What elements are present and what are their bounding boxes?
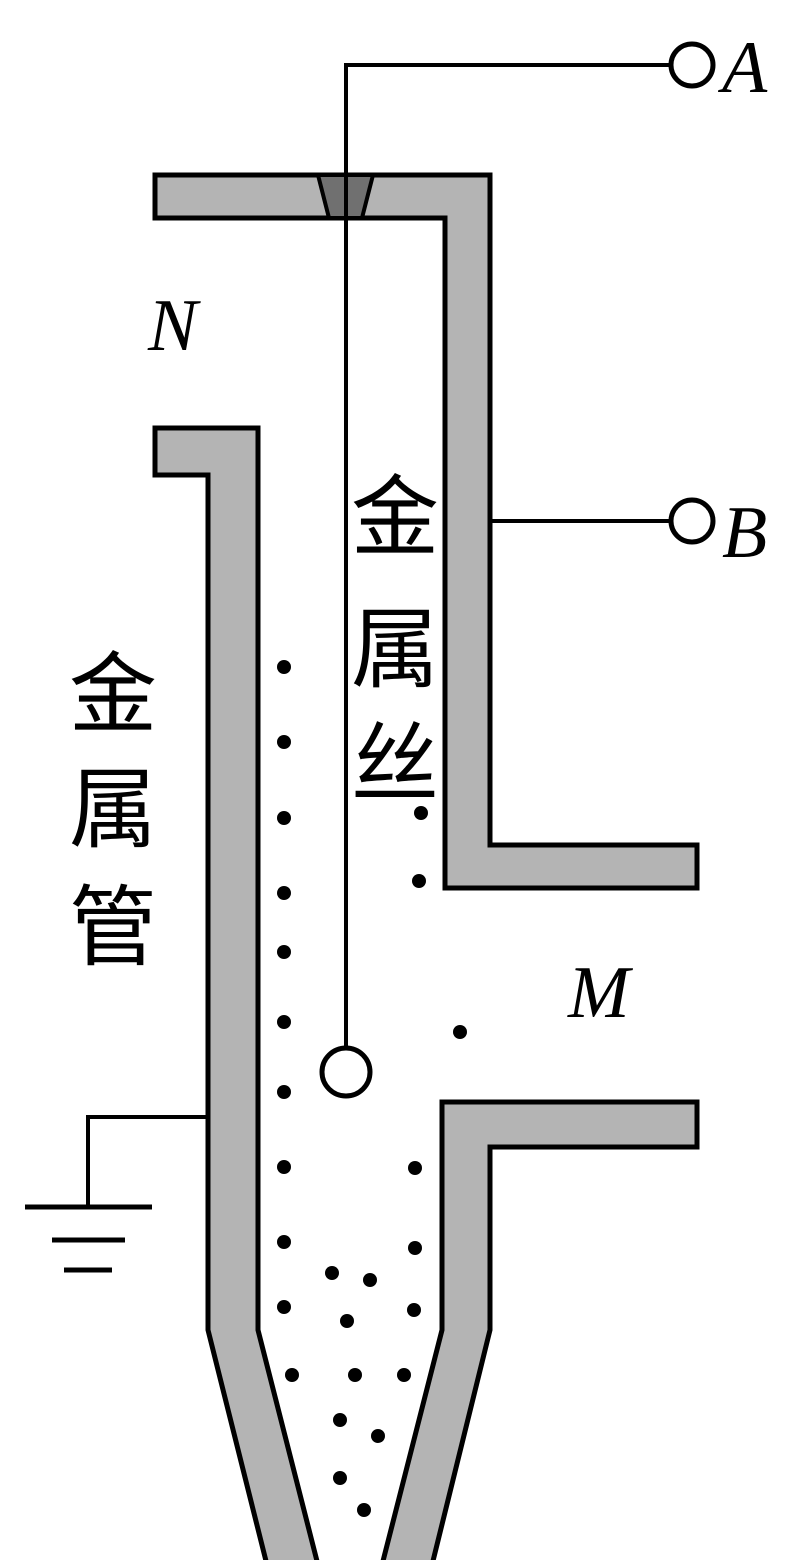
opening-m-label: M [567,952,634,1034]
svg-text:属: 属 [351,598,439,701]
dust-particle [277,886,291,900]
dust-particle [412,874,426,888]
ground-lead [86,1115,208,1207]
dust-particle [414,806,428,820]
dust-particle [397,1368,411,1382]
metal-tube-label: 金 属 管 [69,643,157,979]
terminal-a-label: A [717,27,768,109]
svg-text:金: 金 [69,643,157,746]
terminal-b-label: B [722,492,767,574]
dust-particle [277,1160,291,1174]
dust-particle [325,1266,339,1280]
dust-particle [363,1273,377,1287]
dust-particle [277,1235,291,1249]
dust-particle [277,811,291,825]
dust-particle [340,1314,354,1328]
dust-particle [408,1161,422,1175]
dust-particle [408,1241,422,1255]
tube-right-upper-wall [152,172,700,891]
dust-particle [277,945,291,959]
wire-end-circle-icon [319,1045,373,1099]
terminal-a-circle-icon [668,41,716,89]
dust-particle [407,1303,421,1317]
dust-particle [277,1085,291,1099]
dust-particle [333,1413,347,1427]
dust-particle [285,1368,299,1382]
tube-left-wall [152,425,320,1560]
svg-text:金: 金 [351,466,439,569]
dust-particle [277,1300,291,1314]
tube-right-lower-wall [380,1099,700,1560]
dust-particle [277,735,291,749]
dust-particle [357,1503,371,1517]
dust-particle [371,1429,385,1443]
ground-icon [25,1204,152,1273]
dust-particle [348,1368,362,1382]
metal-wire [344,63,670,1048]
svg-text:管: 管 [69,876,157,979]
dust-particle [277,660,291,674]
opening-n-label: N [147,285,201,367]
dust-particles [277,660,467,1517]
terminal-b-circle-icon [668,497,716,545]
svg-text:丝: 丝 [351,713,439,816]
svg-text:属: 属 [69,758,157,861]
dust-particle [333,1471,347,1485]
dust-particle [277,1015,291,1029]
dust-particle [453,1025,467,1039]
metal-wire-label: 金 属 丝 [351,466,439,816]
